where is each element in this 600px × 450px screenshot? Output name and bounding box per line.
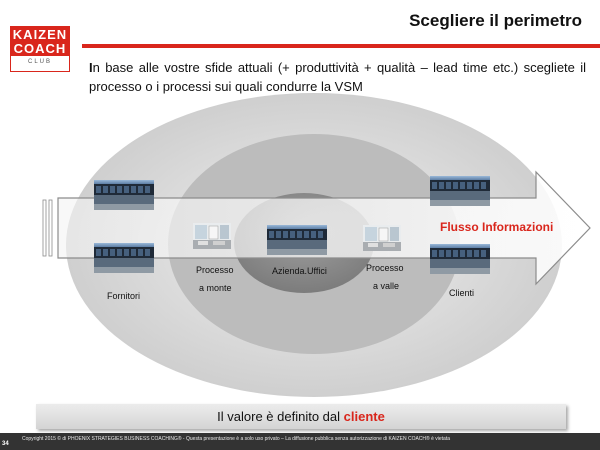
- downstream-process-label-line2: a valle: [373, 281, 400, 291]
- value-statement-highlight: cliente: [343, 409, 385, 424]
- upstream-office-image: [192, 222, 232, 250]
- downstream-office-image: [362, 224, 402, 252]
- supplier-building-image: [94, 180, 154, 210]
- upstream-process-label-line2: a monte: [199, 283, 232, 293]
- supplier-building-image: [94, 243, 154, 273]
- suppliers-label: Fornitori: [107, 291, 141, 301]
- kaizen-coach-logo: KAIZEN COACH CLUB: [10, 26, 70, 72]
- company-offices-label: Azienda.Uffici: [272, 266, 327, 276]
- arrow-tail-stripe: [42, 199, 47, 257]
- logo-line-2: COACH: [11, 42, 69, 56]
- upstream-process-label-line1: Processo: [196, 265, 234, 275]
- logo-line-1: KAIZEN: [11, 27, 69, 42]
- value-statement-text: Il valore è definito dal: [217, 409, 344, 424]
- downstream-process-label-line1: Processo: [366, 263, 404, 273]
- footer-bar: [0, 433, 600, 450]
- company-building-image: [267, 225, 327, 255]
- customer-building-image: [430, 244, 490, 274]
- copyright-notice: Copyright 2015 © di PHOENIX STRATEGIES B…: [22, 436, 451, 442]
- slide-title: Scegliere il perimetro: [409, 11, 582, 30]
- customer-building-image: [430, 176, 490, 206]
- intro-paragraph: In base alle vostre sfide attuali (+ pro…: [89, 58, 586, 96]
- flow-information-label: Flusso Informazioni: [440, 220, 554, 234]
- arrow-tail-stripe: [48, 199, 53, 257]
- intro-first-letter: I: [89, 60, 93, 75]
- title-underline: [82, 44, 600, 48]
- customers-label: Clienti: [449, 288, 475, 298]
- intro-text: n base alle vostre sfide attuali (+ prod…: [89, 60, 586, 94]
- logo-line-3: CLUB: [27, 59, 52, 65]
- page-number: 34: [2, 441, 9, 447]
- value-statement-box: Il valore è definito dal cliente: [36, 404, 566, 429]
